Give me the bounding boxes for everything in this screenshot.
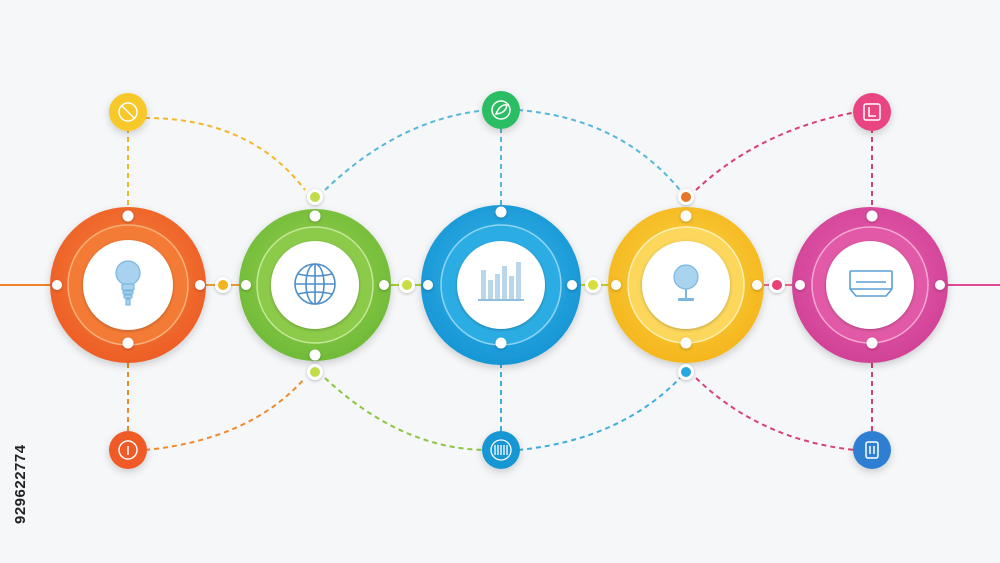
- clock-icon: [863, 103, 881, 121]
- bar-chart-icon: [478, 262, 524, 301]
- circle-slash-icon: [118, 102, 138, 122]
- marker-top-2: [482, 91, 520, 129]
- document-icon: [865, 441, 879, 459]
- image-id-text: 929622774: [12, 444, 29, 524]
- globe-stand-icon: [673, 264, 699, 301]
- marker-bottom-2: [482, 431, 520, 469]
- lightbulb-icon: [115, 260, 141, 306]
- tray-icon: [849, 270, 893, 297]
- leaf-icon: [491, 100, 511, 120]
- globe-icon: [294, 263, 336, 305]
- junction-dots: [215, 189, 785, 380]
- barcode-icon: [490, 439, 512, 461]
- step-yellow: [608, 207, 764, 363]
- step-blue: [421, 205, 581, 365]
- step-green: [239, 209, 391, 361]
- step-orange: [50, 207, 206, 363]
- info-icon: [118, 440, 138, 460]
- marker-top-1: [109, 93, 147, 131]
- step-magenta: [792, 207, 948, 363]
- connector-lines: [0, 109, 1000, 451]
- marker-bottom-3: [853, 431, 891, 469]
- marker-bottom-1: [109, 431, 147, 469]
- marker-top-3: [853, 93, 891, 131]
